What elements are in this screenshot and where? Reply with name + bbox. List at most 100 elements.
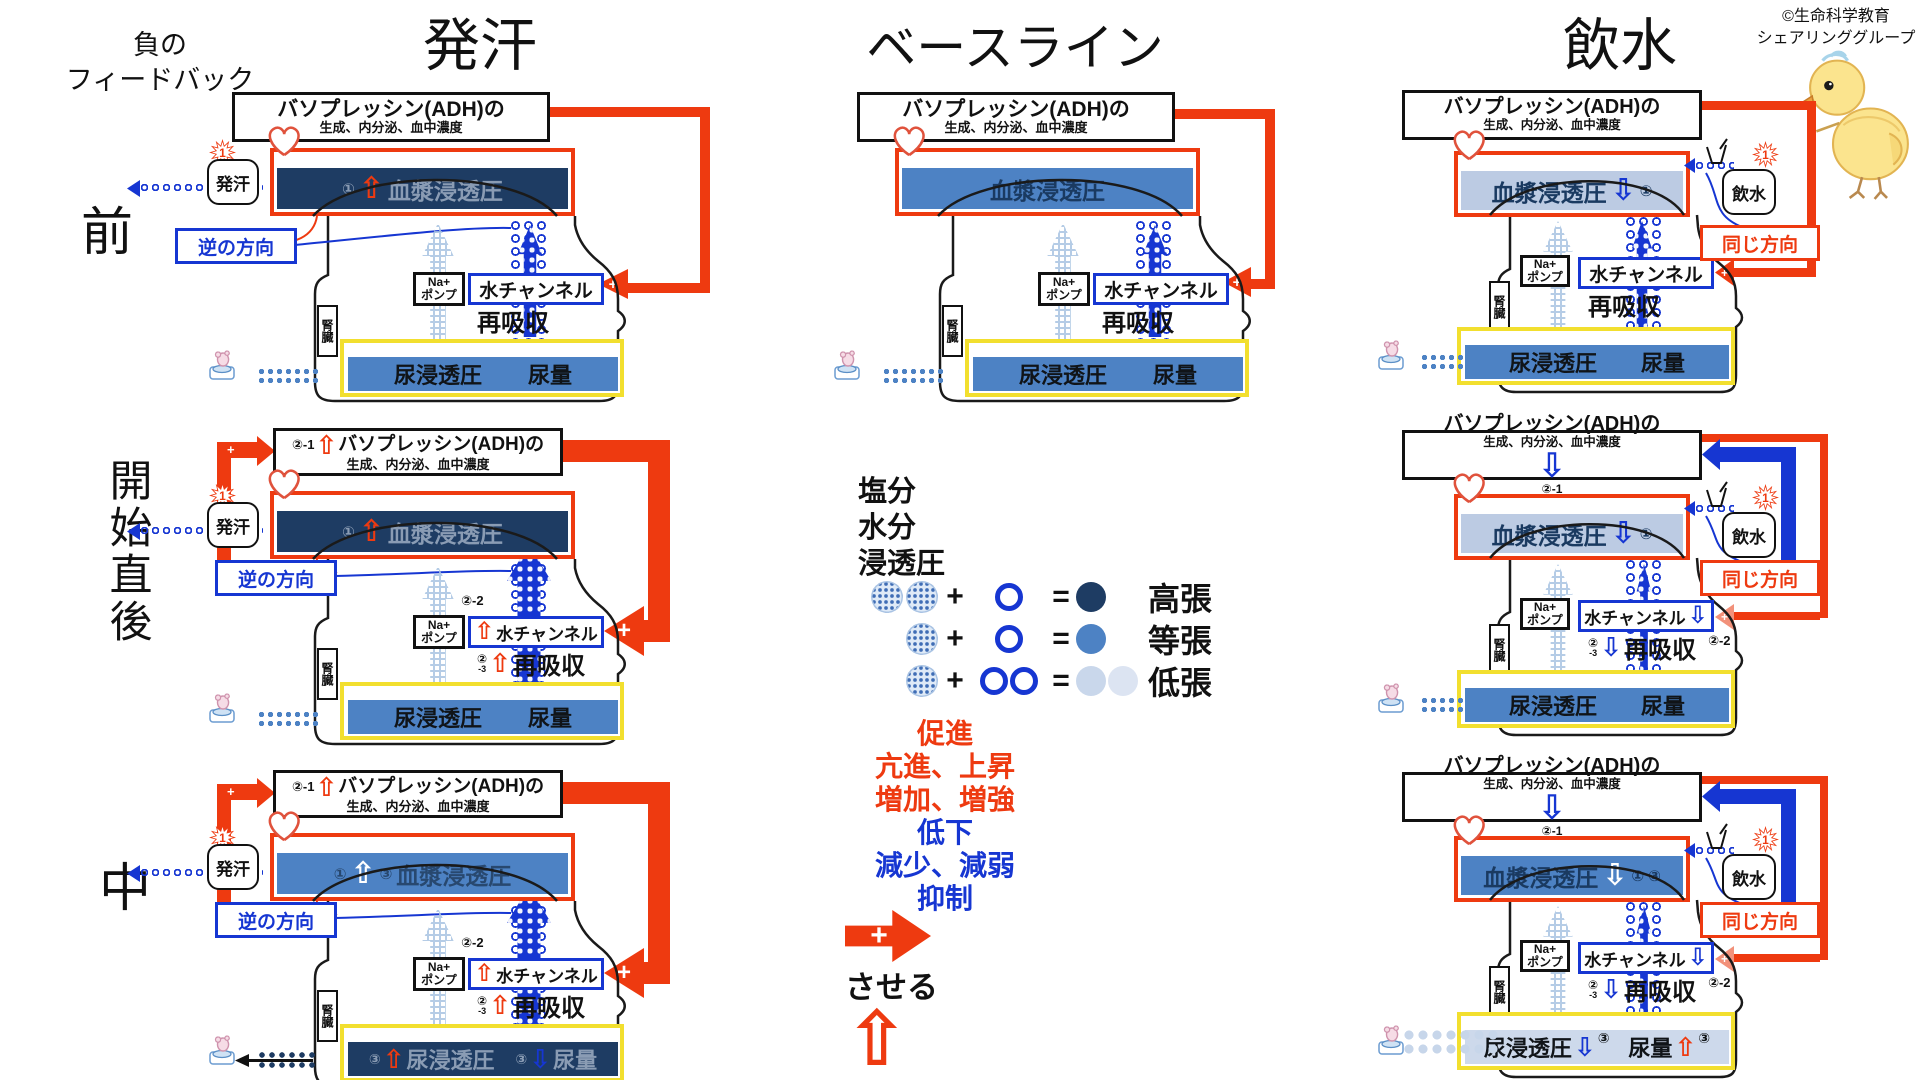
feedback-line [1734, 954, 1820, 962]
dome-and-icons [1378, 130, 1686, 370]
salt-group [858, 623, 938, 655]
adh-subtitle: 生成、内分泌、血中濃度 [1483, 118, 1621, 133]
salt-cluster-icon [906, 665, 938, 697]
up-arrow-icon: ⇧ [474, 618, 495, 645]
tonicity-header: 浸透圧 [858, 540, 998, 580]
circled-2-1-label: ②-1 [291, 436, 315, 452]
urine-volume-group: 尿量 [528, 358, 572, 390]
na-label-2: ポンプ [1527, 613, 1563, 627]
circled-2-1-label: ②-1 [1541, 824, 1563, 839]
urine-volume-group: 尿量 [528, 701, 572, 733]
dome-and-icons [1378, 815, 1686, 1055]
plus-minus-sign: + [608, 275, 618, 293]
up-arrow-icon: ⇧ [489, 648, 511, 678]
down-arrow-icon: ⇩ [1687, 602, 1708, 629]
feedback-line [1175, 109, 1275, 119]
cup-icon [1706, 823, 1728, 849]
reverse-direction-box: 逆の方向 [215, 560, 337, 596]
up-arrow-icon: ⇧ [489, 990, 511, 1020]
urine-osmolality-label: 尿浸透圧 [406, 1048, 495, 1073]
event-starburst: 1 [1752, 826, 1779, 853]
feedback-line [700, 107, 710, 293]
salt-group [858, 665, 938, 697]
water-channel-label: 水チャンネル [479, 280, 593, 302]
dome-and-icons [209, 469, 558, 723]
adh-box: バソプレッシン(ADH)の生成、内分泌、血中濃度⇩②-1 [1402, 755, 1702, 838]
sweat-event-box: 発汗 [207, 159, 259, 205]
adh-line1-row: ②-1⇧バソプレッシン(ADH)の [292, 432, 544, 458]
adh-title: バソプレッシン(ADH)の [902, 97, 1130, 121]
adh-subtitle: 生成、内分泌、血中濃度 [1483, 776, 1621, 791]
drink-arrowhead [1684, 501, 1695, 516]
heart-icon [1453, 815, 1485, 846]
urine-band: 尿浸透圧尿量 [1465, 345, 1729, 379]
urine-volume-label: 尿量 [527, 706, 572, 731]
na-label-1: Na+ [427, 617, 451, 632]
mouse-toilet-icon [834, 350, 860, 380]
urine-volume-label: 尿量 [1628, 1036, 1673, 1061]
water-circle-icon [995, 625, 1023, 653]
reabsorption-label: 再吸収 [1588, 293, 1660, 321]
dome-and-icons [834, 126, 1183, 380]
feedback-line [1251, 279, 1265, 289]
column-title-sweat: 発汗 [423, 14, 537, 78]
plus-minus-sign: + [1720, 952, 1728, 966]
copyright-line1: ©生命科学教育 [1782, 8, 1890, 25]
plus-minus-sign: + [616, 617, 631, 644]
plus-sign: + [946, 664, 964, 697]
promote-words: 亢進、上昇 [845, 745, 1045, 782]
tonicity-row: +=等張 [858, 618, 1258, 660]
urine-osmolality-label: 尿浸透圧 [393, 363, 482, 388]
drink-event-box: 飲水 [1722, 512, 1776, 558]
tonicity-result-dot [1076, 582, 1106, 612]
dome-and-icons [209, 811, 558, 1065]
reabsorption-label: 再吸収 [1623, 978, 1696, 1006]
kidney-label: 腎臓 [317, 990, 338, 1042]
na-pump-box: Na+ポンプ [1520, 598, 1570, 630]
drink-label: 飲水 [1732, 527, 1766, 547]
plus-minus-sign: + [1232, 273, 1242, 291]
tag-wrap: ②-2 [461, 934, 501, 950]
adh-subtitle: 生成、内分泌、血中濃度 [346, 456, 490, 472]
drink-water-rings [1694, 845, 1734, 857]
water-circle-icon [980, 667, 1008, 695]
plus-minus-sign: + [1720, 265, 1728, 280]
reverse-direction-label: 逆の方向 [237, 569, 314, 591]
urine-band: 尿浸透圧尿量 [1465, 688, 1729, 722]
cup-icon [1706, 481, 1728, 507]
plasma-osmolality-box: 血漿浸透圧 [895, 148, 1200, 216]
reverse-direction-box: 逆の方向 [215, 902, 337, 938]
circled-3-label: ③ [368, 1050, 381, 1067]
adh-subtitle: 生成、内分泌、血中濃度 [1483, 434, 1621, 449]
down-arrow-icon: ⇩ [529, 1044, 552, 1074]
feedback-line [1702, 101, 1816, 110]
plasma-osmolality-box: ①⇧血漿浸透圧 [270, 491, 575, 559]
up-arrow-icon: ⇧ [1674, 1032, 1697, 1062]
dash-3: -3 [1589, 989, 1598, 1000]
na-label-2: ポンプ [421, 973, 457, 987]
adh-title: バソプレッシン(ADH)の [338, 433, 545, 455]
circled-2-2-label: ②-2 [461, 593, 484, 608]
circled-2-2-label: ②-2 [461, 935, 484, 950]
circled-2: ② [1588, 977, 1599, 992]
plus-on-line: + [227, 441, 247, 459]
down-arrow-icon: ⇩ [1687, 944, 1708, 971]
feedback-line [1781, 797, 1796, 903]
plus-sign: + [227, 442, 235, 457]
down-arrow-icon: ⇩ [1537, 789, 1567, 828]
suppress-words-text: 低下 [916, 817, 973, 848]
sweat-label: 発汗 [216, 517, 250, 537]
urine-osmolality-group: ③⇧尿浸透圧 [369, 1043, 495, 1075]
mouse-toilet-icon [209, 693, 235, 723]
salt-cluster-icon [871, 581, 903, 613]
urine-band: 尿浸透圧尿量 [973, 357, 1243, 391]
kidney-text: 腎臓 [1492, 295, 1506, 319]
sweat-arrowhead [127, 523, 140, 540]
sweat-event-box: 発汗 [207, 844, 259, 890]
promote-words-text: 促進 [916, 718, 973, 749]
cause-label: させる [845, 962, 985, 1005]
circled-3-label: ③ [1597, 1029, 1610, 1046]
